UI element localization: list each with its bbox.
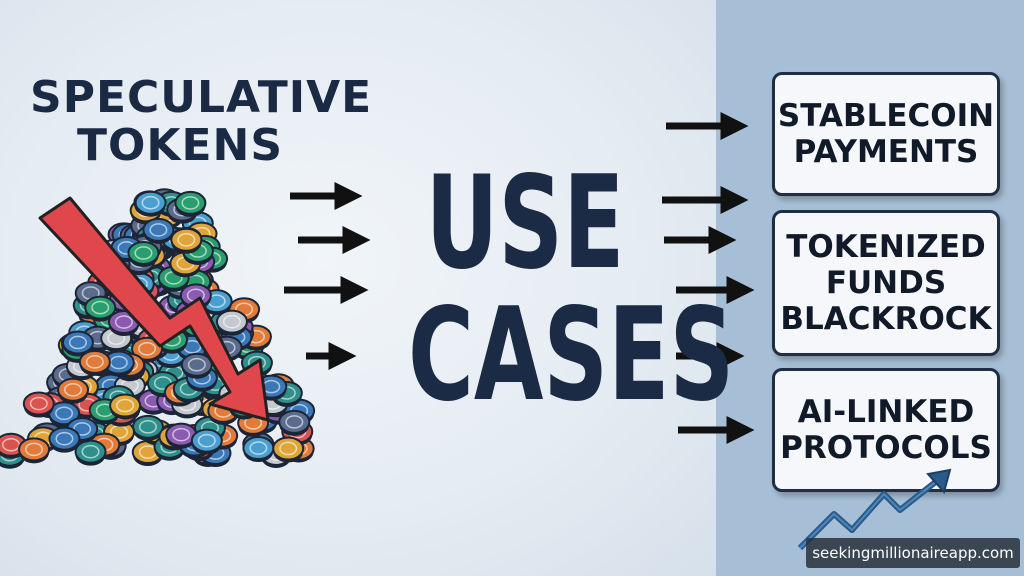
box1-line1: STABLECOIN xyxy=(777,98,995,134)
use-title: USE xyxy=(425,149,625,298)
tokenized-funds-box: TOKENIZED FUNDS BLACKROCK xyxy=(772,210,1000,356)
coin-icon xyxy=(170,227,203,254)
coin-icon xyxy=(84,295,117,322)
watermark-url: seekingmillionaireapp.com xyxy=(806,538,1020,568)
box2-line3: BLACKROCK xyxy=(780,301,992,337)
coin-icon xyxy=(215,309,248,336)
coin-icon xyxy=(127,240,160,267)
box1-line2: PAYMENTS xyxy=(793,134,979,170)
heading-line-1: SPECULATIVE xyxy=(30,72,373,123)
stablecoin-payments-box: STABLECOIN PAYMENTS xyxy=(772,72,1000,196)
coin-icon xyxy=(174,190,207,217)
heading-line-2: TOKENS xyxy=(76,120,284,171)
coin-icon xyxy=(134,190,167,217)
coin-icon xyxy=(22,391,55,418)
coin-icon xyxy=(180,352,213,379)
coin-icon xyxy=(48,426,81,453)
coin-icon xyxy=(61,330,94,357)
ai-linked-protocols-box: AI-LINKED PROTOCOLS xyxy=(772,368,1000,492)
coin-icon xyxy=(78,349,111,376)
coin-icon xyxy=(142,217,175,244)
coin-icon xyxy=(18,437,51,464)
coin-icon xyxy=(278,409,311,436)
box2-line2: FUNDS xyxy=(825,265,947,301)
speculative-tokens-heading: SPECULATIVE TOKENS xyxy=(30,72,373,171)
box3-line2: PROTOCOLS xyxy=(780,430,992,466)
red-down-arrow-shape xyxy=(38,196,270,422)
box2-line1: TOKENIZED xyxy=(786,229,986,265)
coin-icon xyxy=(109,393,142,420)
up-arrow-head xyxy=(926,468,952,495)
box3-line1: AI-LINKED xyxy=(797,394,975,430)
coin-icon xyxy=(57,377,90,404)
coin-icon xyxy=(190,428,223,455)
coin-icon xyxy=(272,436,305,463)
